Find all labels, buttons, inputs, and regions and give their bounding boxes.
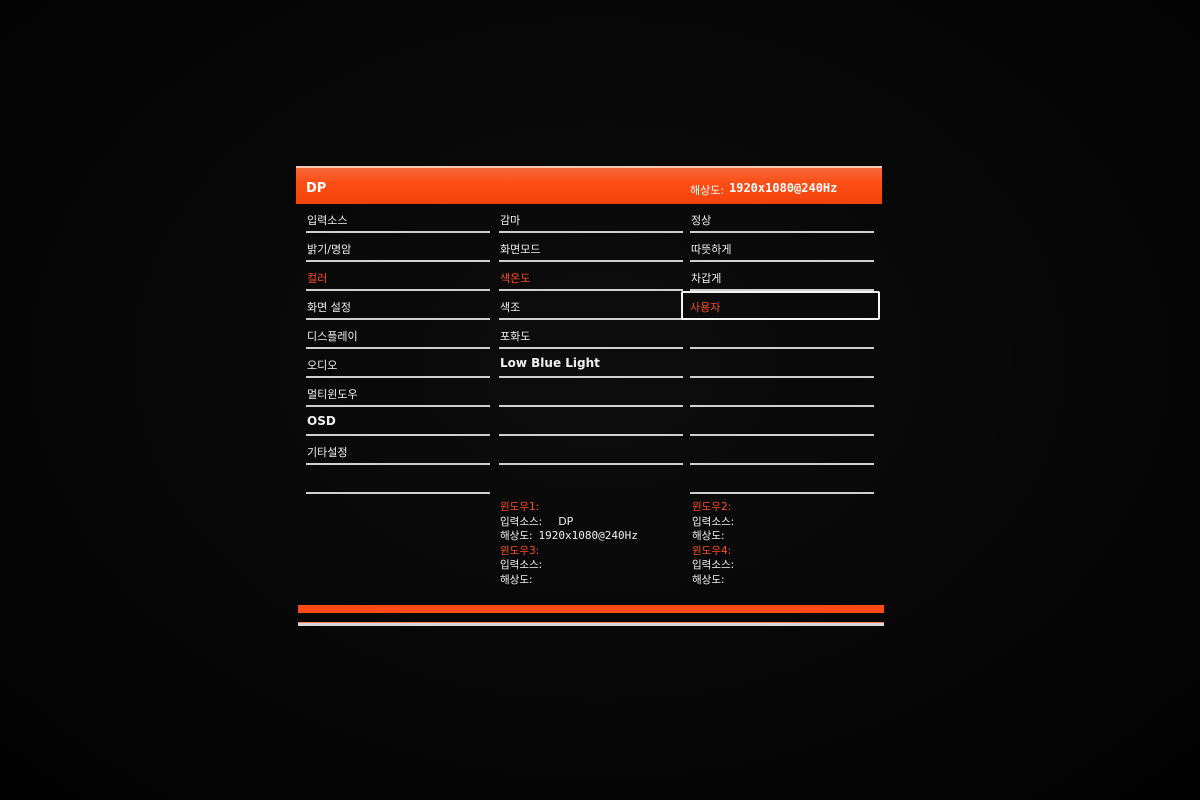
menu-item-label: 색온도 [500,272,531,285]
menu-item-label: 멀티윈도우 [307,388,358,401]
input-source-label: DP [306,181,327,196]
main-menu: 입력소스 밝기/명암 컬러 화면 설정 디스플레이 오디오 멀티윈도우 OSD … [306,204,490,494]
menu-item-display[interactable]: 디스플레이 [306,320,490,349]
menu-item-label: Low Blue Light [500,356,600,370]
menu-item-screen-settings[interactable]: 화면 설정 [306,291,490,320]
window3-source-label: 입력소스: [500,559,543,571]
window3-res-row: 해상도: [500,573,638,588]
menu-item-label: 기타설정 [307,446,348,459]
menu-item-label: 따뜻하게 [691,243,732,256]
menu-item-label: 밝기/명암 [307,243,352,256]
menu-item-label: 컬러 [307,272,328,285]
osd-menu: DP 해상도: 1920x1080@240Hz 입력소스 밝기/명암 컬러 화면… [296,166,886,636]
option-normal[interactable]: 정상 [690,204,874,233]
menu-item-brightness-contrast[interactable]: 밝기/명암 [306,233,490,262]
window3-title: 윈도우3: [500,544,540,557]
option-empty [690,407,874,436]
window4-source-label: 입력소스: [692,559,735,571]
window2-res-label: 해상도: [692,530,725,542]
option-empty [690,436,874,465]
option-empty [690,349,874,378]
window2-source-row: 입력소스: [692,515,750,530]
submenu-item-hue[interactable]: 색조 [499,291,683,320]
resolution-value: 1920x1080@240Hz [729,181,838,195]
menu-item-label: 사용자 [690,301,721,314]
menu-item-label: 디스플레이 [307,330,358,343]
menu-item-label: 색조 [500,301,521,314]
window3-source-row: 입력소스: [500,558,638,573]
menu-item-empty [306,465,490,494]
window1-res-label: 해상도: [500,530,533,542]
submenu-item-empty [499,378,683,407]
menu-item-label: 정상 [691,214,712,227]
menu-item-label: 화면 설정 [307,301,351,314]
menu-item-label: 차갑게 [691,272,722,285]
window1-res-row: 해상도: 1920x1080@240Hz [500,529,638,544]
menu-item-label: 화면모드 [500,243,541,256]
menu-item-label: 포화도 [500,330,531,343]
window4-res-row: 해상도: [692,573,750,588]
footer-accent-bar [298,605,884,613]
menu-item-audio[interactable]: 오디오 [306,349,490,378]
osd-header: DP 해상도: 1920x1080@240Hz [296,166,882,204]
window1-source-label: 입력소스: [500,515,543,528]
menu-item-label: 오디오 [307,359,338,372]
menu-item-color[interactable]: 컬러 [306,262,490,291]
menu-item-other-settings[interactable]: 기타설정 [306,436,490,465]
option-cool[interactable]: 차갑게 [690,262,874,291]
resolution-label: 해상도: [690,184,725,197]
menu-item-label: 입력소스 [307,214,348,227]
submenu-item-picture-mode[interactable]: 화면모드 [499,233,683,262]
window3-res-label: 해상도: [500,573,533,586]
window1-source-row: 입력소스: DP [500,515,638,530]
window2-source-label: 입력소스: [692,515,735,528]
option-user[interactable]: 사용자 [681,291,880,320]
option-empty [690,320,874,349]
color-temperature-options: 정상 따뜻하게 차갑게 사용자 [681,204,880,494]
option-empty [690,465,874,494]
menu-item-label: OSD [307,414,336,428]
window-info-right: 윈도우2: 입력소스: 해상도: 윈도우4: 입력소스: 해상도: [692,500,750,587]
menu-item-label: 감마 [500,214,521,227]
window4-source-row: 입력소스: [692,558,750,573]
color-submenu: 감마 화면모드 색온도 색조 포화도 Low Blue Light [499,204,683,465]
menu-item-osd[interactable]: OSD [306,407,490,436]
menu-item-multi-window[interactable]: 멀티윈도우 [306,378,490,407]
option-empty [690,378,874,407]
window1-title: 윈도우1: [500,501,540,513]
submenu-item-gamma[interactable]: 감마 [499,204,683,233]
window4-title: 윈도우4: [692,544,732,557]
window-info-left: 윈도우1: 입력소스:DP 해상도:1920x1080@240Hz 윈도우3: … [500,500,638,587]
menu-item-input-source[interactable]: 입력소스 [306,204,490,233]
footer-divider [298,622,884,626]
submenu-item-empty [499,436,683,465]
submenu-item-low-blue-light[interactable]: Low Blue Light [499,349,683,378]
window2-res-row: 해상도: [692,529,750,544]
window2-title: 윈도우2: [692,501,732,513]
window1-res-value: 1920x1080@240Hz [538,529,638,542]
submenu-item-saturation[interactable]: 포화도 [499,320,683,349]
option-warm[interactable]: 따뜻하게 [690,233,874,262]
submenu-item-color-temperature[interactable]: 색온도 [499,262,683,291]
window4-res-label: 해상도: [692,573,725,586]
window1-source-value: DP [558,514,574,528]
submenu-item-empty [499,407,683,436]
